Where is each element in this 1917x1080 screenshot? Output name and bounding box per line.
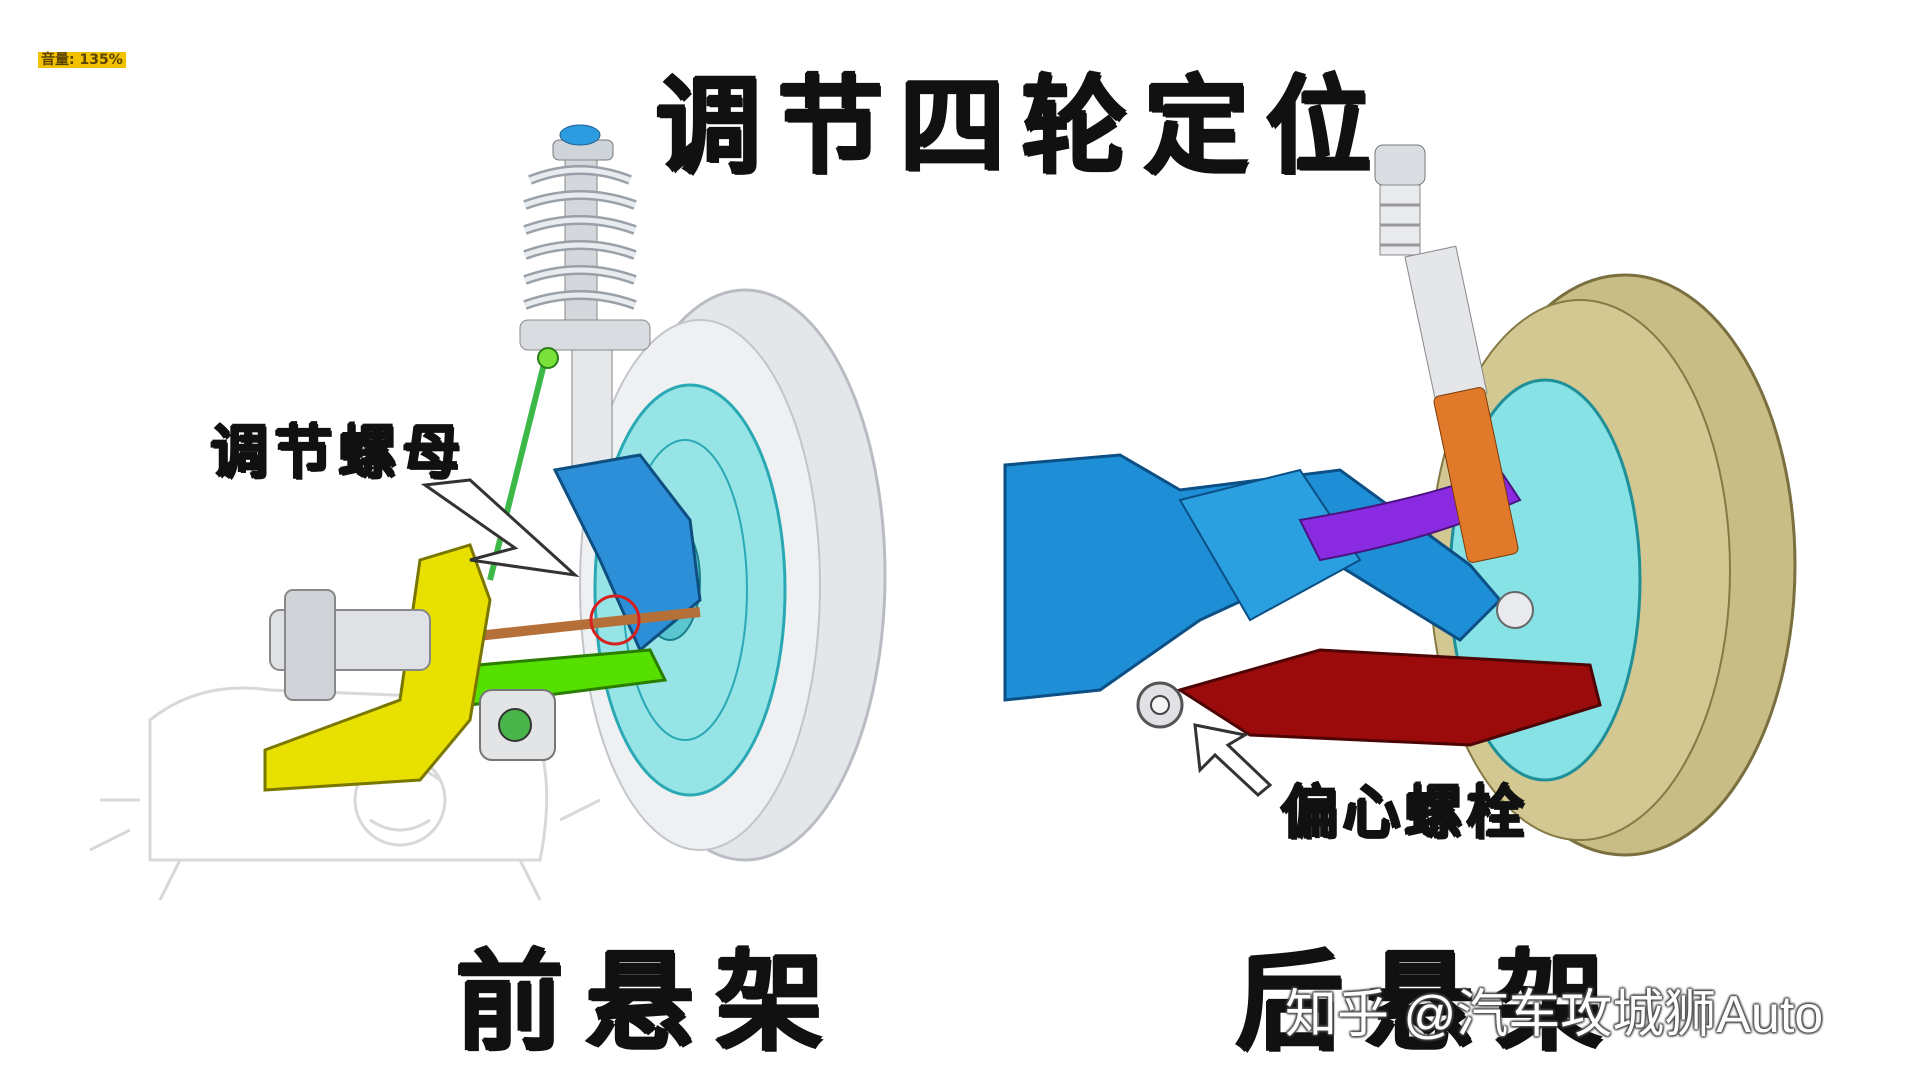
nut-pointer-arrow [420, 478, 580, 578]
front-suspension-drawing [89, 124, 887, 901]
rear-suspension-label: 后悬架 [1235, 939, 1626, 1065]
bolt-pointer-arrow [1193, 723, 1273, 797]
eccentric-bolt-label: 偏心螺栓 [1280, 778, 1529, 846]
watermark: 知乎 @汽车攻城狮Auto [1285, 986, 1824, 1044]
volume-indicator: 音量: 135% [38, 52, 126, 68]
rear-suspension-drawing [1003, 144, 1797, 857]
front-knuckle [552, 453, 702, 653]
rear-lower-arm [1176, 648, 1602, 747]
front-suspension-label: 前悬架 [455, 939, 846, 1065]
page-title: 调节四轮定位 [655, 63, 1387, 188]
rear-damper [1374, 144, 1534, 629]
front-strut [519, 124, 651, 481]
adjust-nut-label: 调节螺母 [210, 418, 467, 486]
